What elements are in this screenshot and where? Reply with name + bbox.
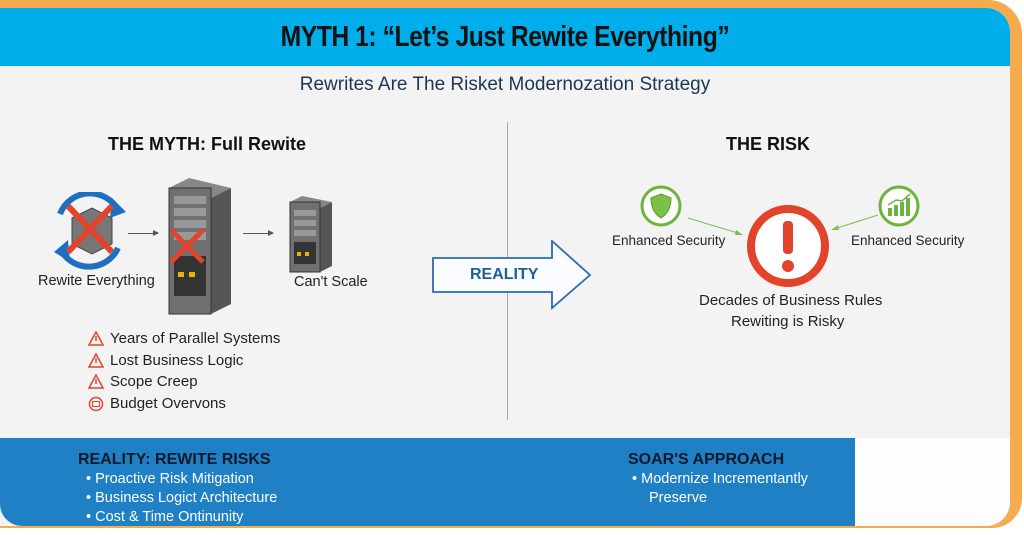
small-server-icon xyxy=(289,196,332,273)
arrow-icon xyxy=(243,230,274,236)
cant-scale-label: Can't Scale xyxy=(294,274,368,290)
arrow-icon xyxy=(128,230,159,236)
risk-item: Lost Business Logic xyxy=(88,350,280,372)
right-arrow-icon xyxy=(432,238,592,310)
bullet-item: • Cost & Time Ontinunity xyxy=(86,509,244,525)
bullet-item: • Business Logict Architecture xyxy=(86,490,278,506)
subtitle: Rewrites Are The Risket Modernozation St… xyxy=(299,74,711,95)
right-benefit-label: Enhanced Security xyxy=(851,233,965,248)
server-rack-icon xyxy=(168,178,231,315)
reality-risks-title: REALITY: REWITE RISKS xyxy=(78,451,271,468)
myth-heading: THE MYTH: Full Rewite xyxy=(108,134,306,154)
title-bar: MYTH 1: “Let’s Just Rewite Everything” xyxy=(0,8,1010,66)
shield-icon xyxy=(640,185,682,227)
arrow-icon xyxy=(831,214,879,230)
soar-approach-title: SOAR'S APPROACH xyxy=(628,451,785,468)
left-benefit-label: Enhanced Security xyxy=(612,233,726,248)
growth-chart-icon xyxy=(878,185,920,227)
arrow-icon xyxy=(687,217,743,235)
reality-arrow: REALITY xyxy=(432,238,592,315)
risk-heading: THE RISK xyxy=(726,134,811,154)
risk-caption-line1: Decades of Business Rules xyxy=(699,292,883,309)
slide-panel: MYTH 1: “Let’s Just Rewite Everything” R… xyxy=(0,8,1010,526)
warning-icon xyxy=(88,352,104,368)
rewrite-cycle-icon xyxy=(54,192,126,270)
warning-icon xyxy=(88,331,104,346)
danger-alert-icon xyxy=(747,205,829,287)
risk-list: Years of Parallel Systems Lost Business … xyxy=(88,328,280,414)
page-title: MYTH 1: “Let’s Just Rewite Everything” xyxy=(280,20,730,53)
risk-caption-line2: Rewiting is Risky xyxy=(731,313,845,330)
risk-item: Budget Overvons xyxy=(88,393,280,415)
risk-item: Years of Parallel Systems xyxy=(88,328,280,350)
bullet-item: Preserve xyxy=(649,490,708,506)
budget-icon xyxy=(88,396,104,411)
bullet-item: • Proactive Risk Mitigation xyxy=(86,471,254,487)
bottom-band: REALITY: REWITE RISKS • Proactive Risk M… xyxy=(0,438,855,526)
warning-icon xyxy=(88,374,104,389)
blank-panel xyxy=(855,438,1010,526)
bullet-item: • Modernize Incrementantly xyxy=(632,471,808,487)
rewrite-label: Rewite Everything xyxy=(38,273,155,289)
risk-item: Scope Creep xyxy=(88,371,280,393)
